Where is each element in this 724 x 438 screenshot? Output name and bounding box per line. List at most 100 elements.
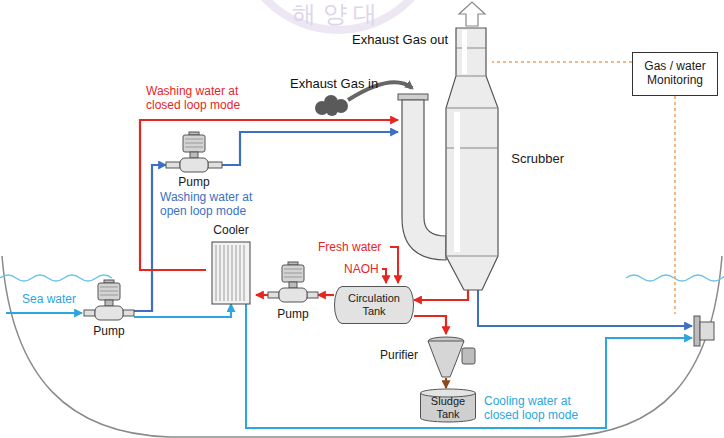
pipe-connector [445, 378, 447, 388]
node-label: Sludge Tank [425, 395, 471, 420]
node-label: Pump [93, 325, 124, 339]
smoke-puff [326, 104, 338, 116]
pipe-stub [123, 310, 134, 316]
motor-fin [100, 287, 118, 288]
cooler-plate [232, 245, 233, 301]
monitoring-box: Gas / water Monitoring [632, 52, 718, 96]
watermark-emblem [238, 0, 438, 30]
cooler-plate [244, 245, 245, 301]
purifier-bowl [428, 341, 464, 377]
inlet-flange [398, 94, 428, 100]
motor-body [183, 135, 205, 152]
column-band [456, 48, 486, 49]
exhaust-smoke [315, 95, 348, 116]
motor-body [98, 283, 120, 300]
motor-fin [100, 291, 118, 292]
pipe-stub [84, 310, 95, 316]
cooler-plate [228, 245, 229, 301]
exhaust-out-arrow [459, 2, 485, 26]
stack-highlight [462, 30, 467, 74]
motor-fin [185, 147, 203, 148]
inlet-duct [402, 100, 446, 260]
column-highlight [454, 112, 460, 252]
naoh-feed [382, 269, 386, 283]
pump-unit: Pump [166, 132, 222, 190]
pipe-connector [134, 165, 166, 311]
tank-outline [342, 287, 414, 324]
diagram-label: 해 양 대 [292, 0, 377, 29]
column-band [446, 256, 498, 257]
box-outline [633, 53, 718, 96]
node-label: Cooler [213, 224, 248, 238]
cooler-plate [236, 245, 237, 301]
diagram-label: Washing water at open loop mode [160, 190, 278, 219]
diagram-label: Exhaust Gas in [290, 76, 378, 92]
motor-fin [185, 139, 203, 140]
scrubber-column [446, 28, 498, 290]
pump-coupling [190, 152, 198, 158]
node-label: Pump [277, 308, 308, 322]
cooler-plate [224, 245, 225, 301]
sludge-tank-body [421, 393, 476, 422]
motor-body [282, 265, 304, 282]
pipe-connector [414, 290, 468, 300]
cooler-plate [216, 245, 217, 301]
overboard-flange [694, 316, 700, 346]
pipe-stub [268, 292, 279, 298]
pipe-connector [256, 294, 268, 296]
node-label: Gas / water Monitoring [637, 60, 713, 88]
column-band [446, 148, 498, 149]
monitoring-line [492, 61, 632, 63]
fresh-water-feed [390, 247, 398, 283]
sea-water-inlet [6, 312, 82, 314]
pump-coupling [105, 300, 113, 306]
pump-casing [279, 288, 307, 302]
pipe-stub [208, 162, 222, 168]
pipe-connector [140, 120, 398, 270]
diagram-label: Sea water [22, 292, 76, 306]
open-loop-discharge [478, 290, 692, 326]
diagram-label: NAOH [344, 262, 379, 276]
pump-unit: Pump [84, 280, 134, 340]
pump-unit: Pump [268, 262, 318, 324]
motor-fin [185, 143, 203, 144]
purifier-unit: Purifier [380, 334, 476, 378]
circulation-tank: Circulation Tank [334, 286, 414, 324]
pipe-stub [166, 162, 180, 168]
overboard-pipe [700, 322, 714, 340]
pump-casing [95, 306, 123, 320]
monitoring-line [674, 96, 676, 314]
cooler-plate [220, 245, 221, 301]
pipe-connector [318, 294, 334, 296]
sludge-tank: Sludge Tank [420, 388, 476, 422]
node-label: Pump [178, 176, 209, 190]
motor-fin [284, 269, 302, 270]
cooler-body [212, 242, 250, 304]
sea-wave [0, 275, 112, 281]
cooler-plate [240, 245, 241, 301]
purifier-motor [462, 348, 475, 364]
diagram-label: Fresh water [318, 240, 381, 254]
node-label: Scrubber [511, 152, 564, 167]
motor-fin [284, 273, 302, 274]
diagram-label: Exhaust Gas out [352, 32, 448, 48]
column-band [456, 76, 486, 77]
pipe-connector [414, 316, 446, 334]
cooler-unit: Cooler [206, 224, 256, 304]
pipe-connector [222, 132, 398, 165]
ship-hull [2, 256, 722, 437]
pipe-stub [307, 292, 318, 298]
cooling-water-discharge [246, 304, 692, 428]
node-label: Purifier [380, 349, 418, 363]
diagram-label: Washing water at closed loop mode [146, 84, 264, 113]
pump-casing [180, 158, 208, 172]
motor-fin [100, 295, 118, 296]
scrubber-unit: Scrubber [398, 28, 568, 290]
node-label: Circulation Tank [343, 292, 405, 317]
motor-fin [284, 277, 302, 278]
column-band [446, 108, 498, 109]
diagram-label: Cooling water at closed loop mode [484, 394, 596, 423]
